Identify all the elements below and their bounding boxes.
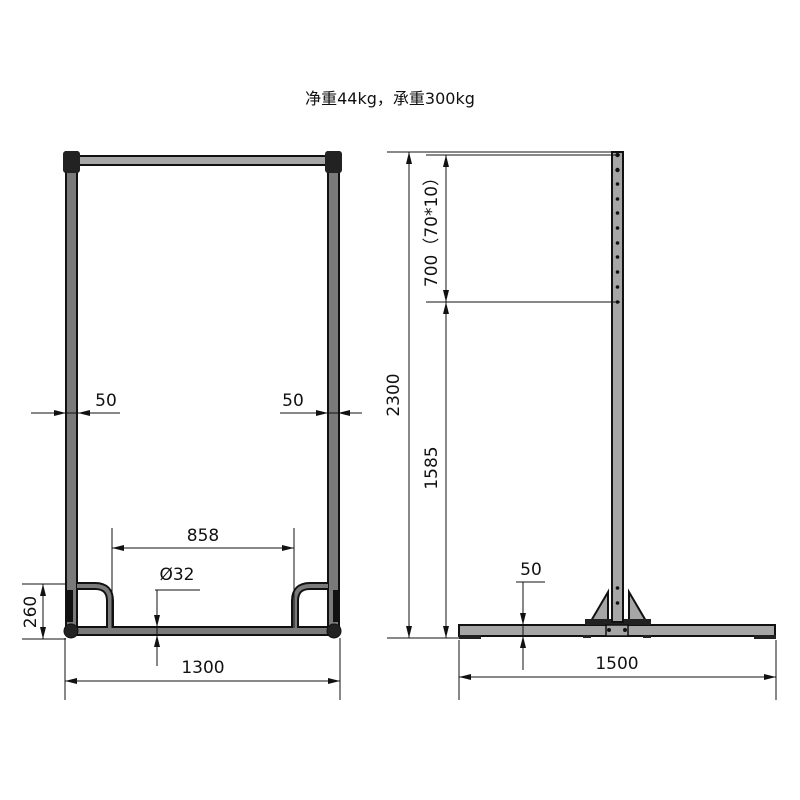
right-gusset [628, 588, 648, 622]
adjustable-range-label: 700（70*10） [422, 169, 442, 287]
right-post-width-label: 50 [282, 391, 304, 411]
tube-diameter-label: Ø32 [159, 565, 194, 585]
side-view: 2300 700（70*10） 1585 50 1500 [384, 151, 777, 700]
overall-width-label: 1300 [181, 658, 224, 678]
left-post-width-label: 50 [95, 391, 117, 411]
base-length-label: 1500 [595, 654, 638, 674]
left-post [65, 151, 78, 633]
left-corner-joint [63, 623, 79, 639]
right-post [327, 151, 340, 633]
front-view: 50 50 858 Ø32 260 1300 [21, 151, 362, 700]
left-gusset [589, 588, 609, 622]
left-foot-tube [77, 582, 114, 628]
right-corner-joint [326, 623, 342, 639]
base-thickness-label: 50 [520, 560, 542, 580]
spec-title: 净重44kg，承重300kg [305, 89, 475, 108]
bottom-bar [69, 626, 336, 636]
overall-height-label: 2300 [384, 373, 404, 416]
pullup-bar [75, 155, 329, 166]
right-foot-tube [291, 582, 328, 628]
right-top-clamp [325, 151, 342, 173]
inner-span-label: 858 [187, 526, 219, 546]
left-top-clamp [63, 151, 80, 173]
upright-post [611, 151, 624, 623]
adjustment-holes [615, 152, 620, 605]
lowest-bar-height-label: 1585 [422, 446, 442, 489]
foot-height-label: 260 [21, 596, 41, 628]
